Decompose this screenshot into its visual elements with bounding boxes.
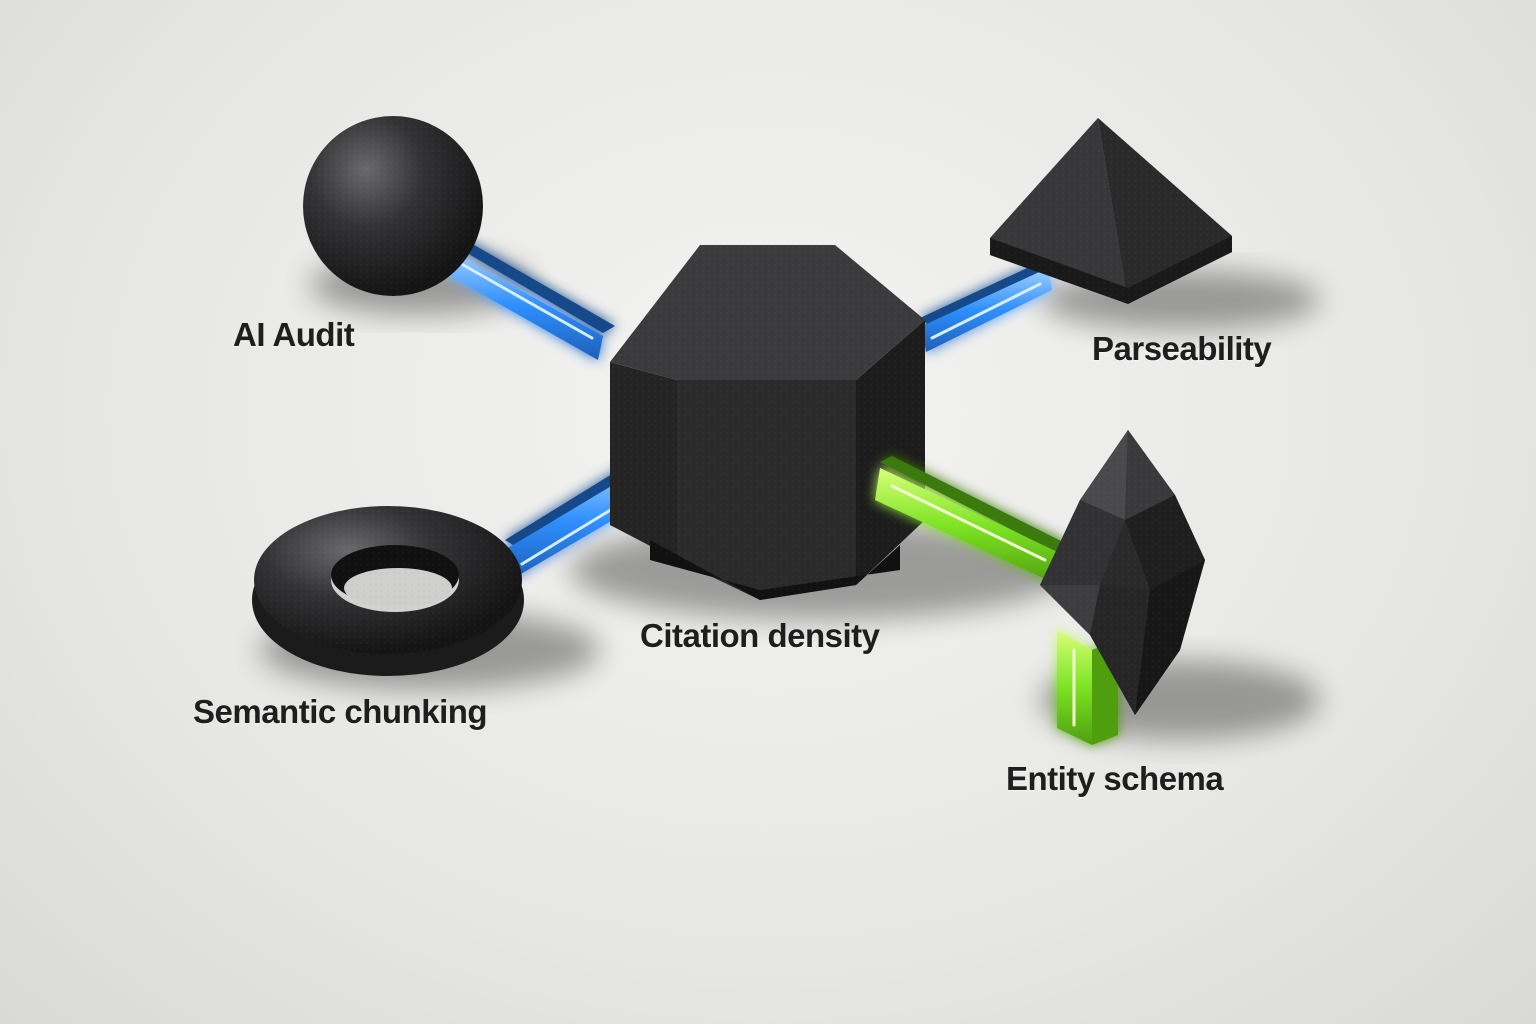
connector-citation-entity <box>875 456 1118 745</box>
label-ai-audit: AI Audit <box>233 316 355 353</box>
sphere-shape-ai-audit <box>303 116 483 296</box>
label-semantic-chunking: Semantic chunking <box>193 693 488 730</box>
crystal-shape-entity-schema <box>1040 430 1205 715</box>
connector-ai-audit-citation <box>443 238 615 360</box>
hexagonal-prism-citation-density <box>610 245 925 600</box>
label-entity-schema: Entity schema <box>1006 760 1224 797</box>
torus-shape-semantic-chunking <box>252 506 524 676</box>
connector-parseability-citation <box>920 262 1052 352</box>
pyramid-shape-parseability <box>990 118 1232 304</box>
label-citation-density: Citation density <box>640 617 880 654</box>
label-parseability: Parseability <box>1092 330 1272 367</box>
